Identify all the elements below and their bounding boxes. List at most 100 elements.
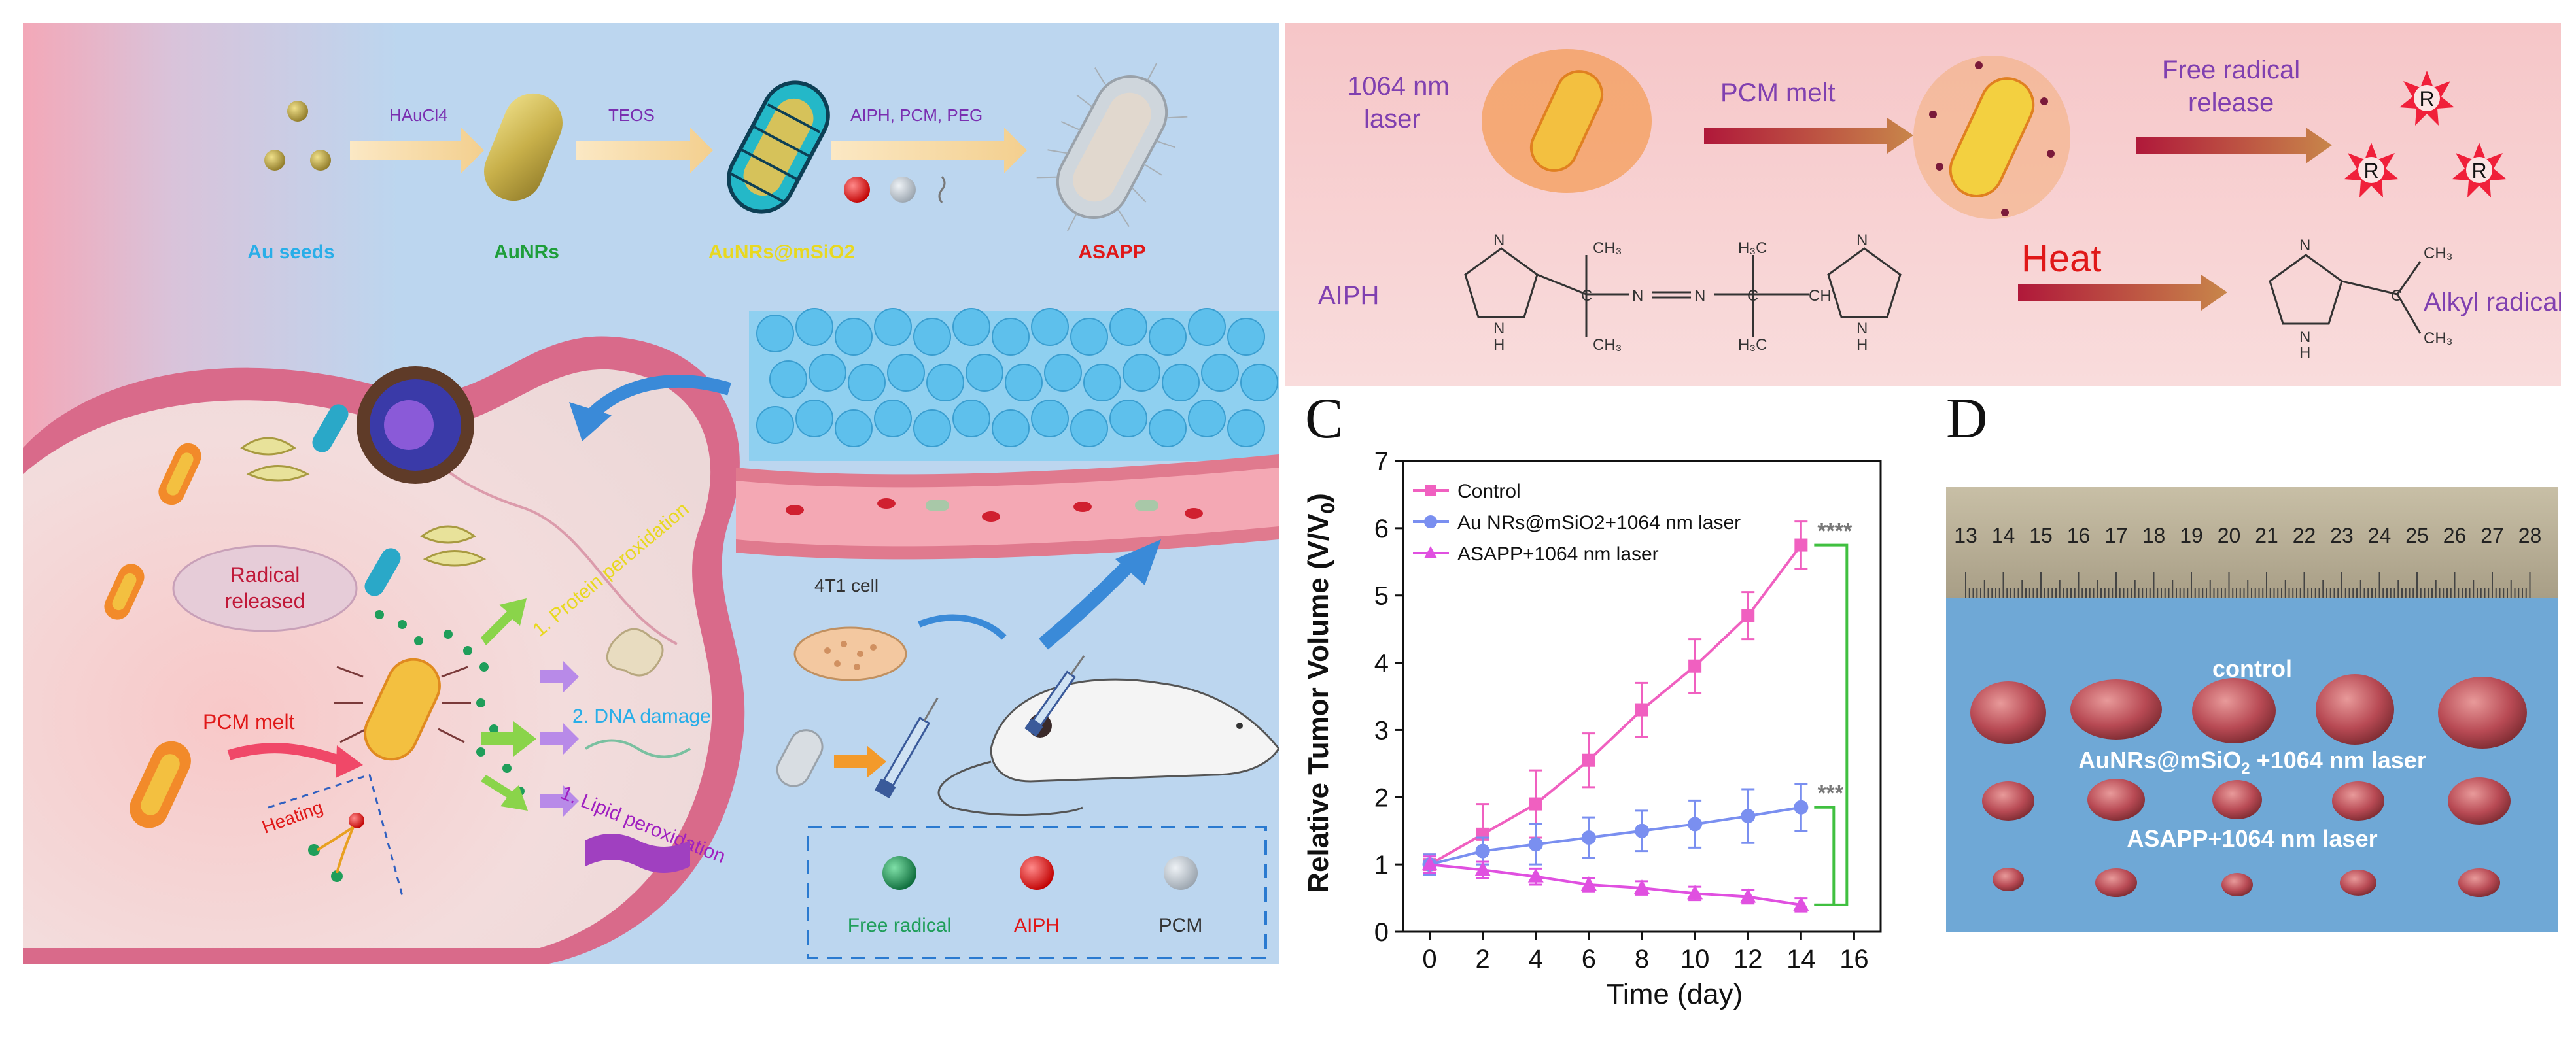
synthesis-arrow-3 [831,128,1027,173]
legend-pcm-swatch [1164,856,1198,890]
label-au-seeds: Au seeds [247,241,334,263]
x-tick-label: 16 [1839,945,1869,974]
y-tick-label: 2 [1374,783,1389,812]
label-aiph-b: AIPH [1318,281,1379,310]
synthesis-scheme: HAuCl4 TEOS AIPH, PCM, PEG Au seeds A [247,63,1188,263]
reagent-2: TEOS [608,105,655,125]
ruler-number: 28 [2518,524,2542,547]
data-point [1475,843,1490,859]
chart-marks [1421,520,1809,913]
significance-brackets: ******* [1814,519,1853,906]
legend-free-radical-swatch [882,856,916,890]
legend-aiph-swatch [1020,856,1054,890]
alkyl-radical-structure [2269,254,2422,334]
activated-particle-b [1913,56,2070,219]
legend-marker [1424,515,1437,528]
legend-aiph: AIPH [1014,915,1060,936]
ruler-number: 20 [2218,524,2241,547]
svg-text:CH₃: CH₃ [2424,245,2452,262]
panel-a-schematic: HAuCl4 TEOS AIPH, PCM, PEG Au seeds A [23,23,1279,964]
data-point [1421,856,1438,871]
svg-text:N: N [2299,328,2310,346]
asapp-laser-particle [1482,49,1652,193]
y-tick-label: 7 [1374,447,1389,476]
inject-arrow [834,745,886,778]
data-point [1741,609,1755,622]
aiph-dot [349,813,364,828]
y-tick-label: 5 [1374,582,1389,611]
syringe-2 [1024,655,1085,737]
svg-text:N: N [2299,237,2310,254]
x-tick-label: 12 [1733,945,1763,974]
ruler-number: 27 [2480,524,2504,547]
group-label-asapp: ASAPP+1064 nm laser [2127,825,2377,852]
injection-arrow [918,614,1007,640]
label-release-line1: Free radical [2162,56,2300,84]
data-point [1474,861,1491,876]
data-point [1740,888,1756,903]
uptake-arrow [580,375,731,426]
syringe [875,697,939,799]
svg-text:C: C [2391,287,2402,305]
panel-label-c: C [1305,387,1344,451]
ruler-number: 21 [2255,524,2278,547]
au-seed [310,150,331,171]
ruler-number: 16 [2067,524,2091,547]
radical-released-bubble [172,545,358,632]
radical-symbol: R [2363,159,2378,182]
label-pcm-melt-b: PCM melt [1720,78,1836,107]
y-tick-label: 6 [1374,515,1389,543]
effect-arrows [481,598,536,811]
synthesis-arrow-1 [350,128,484,173]
uptake-arrowhead [569,402,612,441]
blood-vessel [736,454,1279,560]
label-1064-laser-line2: laser [1364,105,1421,133]
panel-label-d: D [1946,387,1988,451]
x-tick-label: 14 [1786,945,1816,974]
svg-text:H₃C: H₃C [1738,336,1767,354]
dna-strand [584,739,691,758]
legend-free-radical: Free radical [848,915,951,936]
radical-released-line-2: released [225,589,305,613]
activated-nanoparticle [334,658,471,761]
svg-text:N: N [1632,287,1643,305]
panel-b-background [1285,23,2561,386]
x-tick-label: 0 [1422,945,1436,974]
ruler-number: 17 [2104,524,2128,547]
series-line-2 [1429,863,1801,906]
data-point [1581,830,1596,845]
purple-arrows [540,660,579,817]
petri-dish [793,626,907,681]
svg-text:H₃C: H₃C [1738,239,1767,257]
data-point [1582,753,1595,767]
pcm-melt-arrow [227,743,345,767]
tumors-asapp [1993,868,2500,897]
data-point [1580,876,1597,891]
svg-text:N: N [1694,287,1705,305]
ruler-number: 13 [1954,524,1977,547]
pcm-sphere [890,177,916,203]
svg-text:H: H [2299,344,2310,362]
radical-dot [331,870,343,882]
label-1064-laser-line1: 1064 nm [1348,72,1450,101]
x-tick-label: 4 [1529,945,1543,974]
panel-a-legend: Free radical AIPH PCM [807,826,1267,959]
release-arrow [2136,128,2332,163]
au-seed [264,150,285,171]
legend-pcm: PCM [1159,915,1203,936]
radical-released-line-1: Radical [230,563,300,587]
asapp-particle [1036,63,1188,231]
legend-marker [1424,546,1437,558]
svg-text:CH₃: CH₃ [1593,239,1622,257]
heat-arrow [2018,275,2227,311]
x-tick-label: 10 [1680,945,1710,974]
x-tick-label: 6 [1582,945,1596,974]
data-point [1635,703,1648,717]
au-nanorod [484,93,563,201]
ruler-number: 19 [2180,524,2203,547]
organelles [240,437,487,567]
nucleus [357,366,474,484]
